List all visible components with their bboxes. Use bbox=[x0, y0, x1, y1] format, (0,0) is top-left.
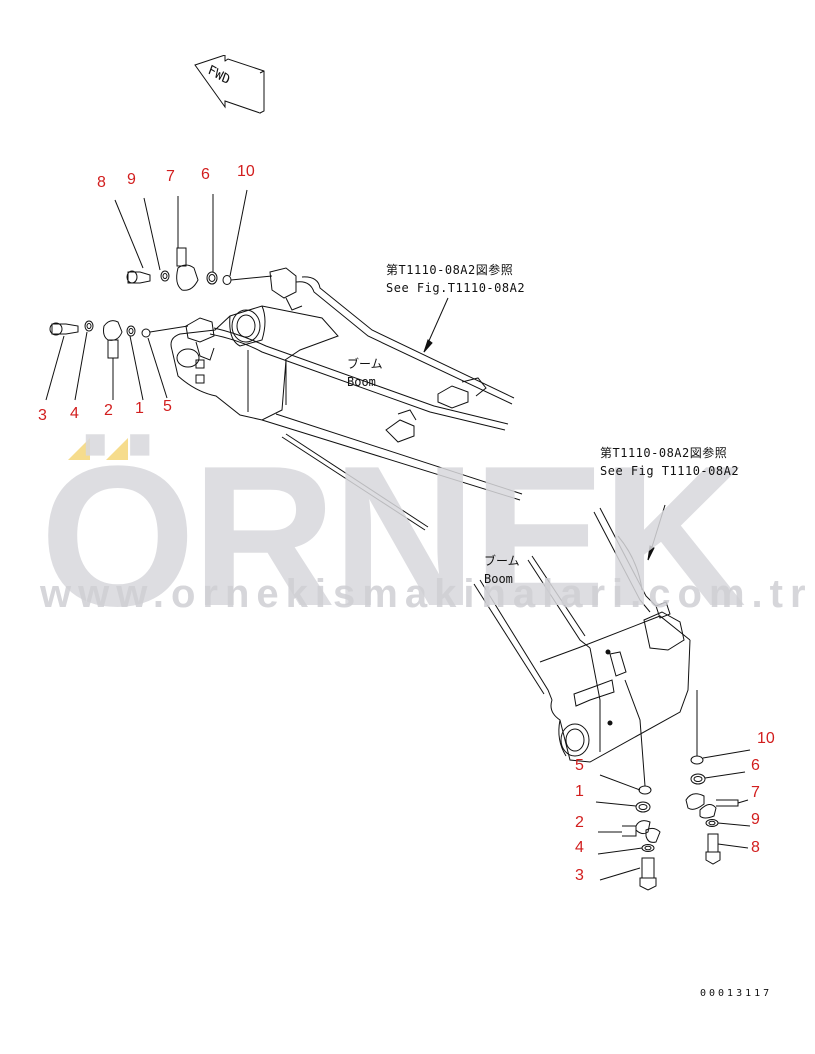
callout-upper-8: 8 bbox=[97, 174, 106, 191]
callout-lower-8: 8 bbox=[751, 839, 760, 856]
lower-boom-label-jp: ブーム bbox=[484, 554, 520, 568]
callout-upper-6: 6 bbox=[201, 166, 210, 183]
lower-boom bbox=[473, 507, 691, 763]
lower-reference-jp: 第T1110-08A2図参照 bbox=[600, 446, 728, 460]
lower-leader-lines bbox=[595, 504, 751, 881]
callout-lower-5: 5 bbox=[575, 757, 584, 774]
callout-lower-10: 10 bbox=[757, 730, 775, 747]
callout-upper-1: 1 bbox=[135, 400, 144, 417]
watermark-umlaut-right bbox=[106, 438, 128, 460]
document-number: 00013117 bbox=[700, 988, 773, 999]
lower-boom-label-en: Boom bbox=[484, 572, 513, 586]
callout-lower-4: 4 bbox=[575, 839, 584, 856]
watermark-url: www.ornekismakinalari.com.tr bbox=[40, 572, 813, 616]
callout-upper-2: 2 bbox=[104, 402, 113, 419]
callout-lower-1: 1 bbox=[575, 783, 584, 800]
callout-lower-9: 9 bbox=[751, 811, 760, 828]
lower-exploded-parts bbox=[622, 679, 739, 891]
callout-upper-9: 9 bbox=[127, 171, 136, 188]
lower-reference-en: See Fig T1110-08A2 bbox=[600, 464, 740, 478]
upper-leader-lines bbox=[45, 189, 449, 401]
upper-boom-label-en: Boom bbox=[347, 375, 376, 389]
watermark-logo: ÖRNEK bbox=[40, 425, 746, 648]
watermark-umlaut-left bbox=[68, 438, 90, 460]
upper-reference-jp: 第T1110-08A2図参照 bbox=[386, 263, 514, 277]
callout-upper-4: 4 bbox=[70, 405, 79, 422]
callout-lower-2: 2 bbox=[575, 814, 584, 831]
callout-lower-6: 6 bbox=[751, 757, 760, 774]
callout-upper-5: 5 bbox=[163, 398, 172, 415]
upper-boom bbox=[170, 267, 523, 531]
upper-boom-label-jp: ブーム bbox=[347, 357, 383, 371]
upper-exploded-parts bbox=[49, 247, 273, 359]
forward-direction-arrow-icon bbox=[194, 55, 265, 114]
callout-lower-7: 7 bbox=[751, 784, 760, 801]
upper-reference-en: See Fig.T1110-08A2 bbox=[386, 281, 526, 295]
callout-upper-7: 7 bbox=[166, 168, 175, 185]
callout-lower-3: 3 bbox=[575, 867, 584, 884]
callout-upper-3: 3 bbox=[38, 407, 47, 424]
callout-upper-10: 10 bbox=[237, 163, 255, 180]
